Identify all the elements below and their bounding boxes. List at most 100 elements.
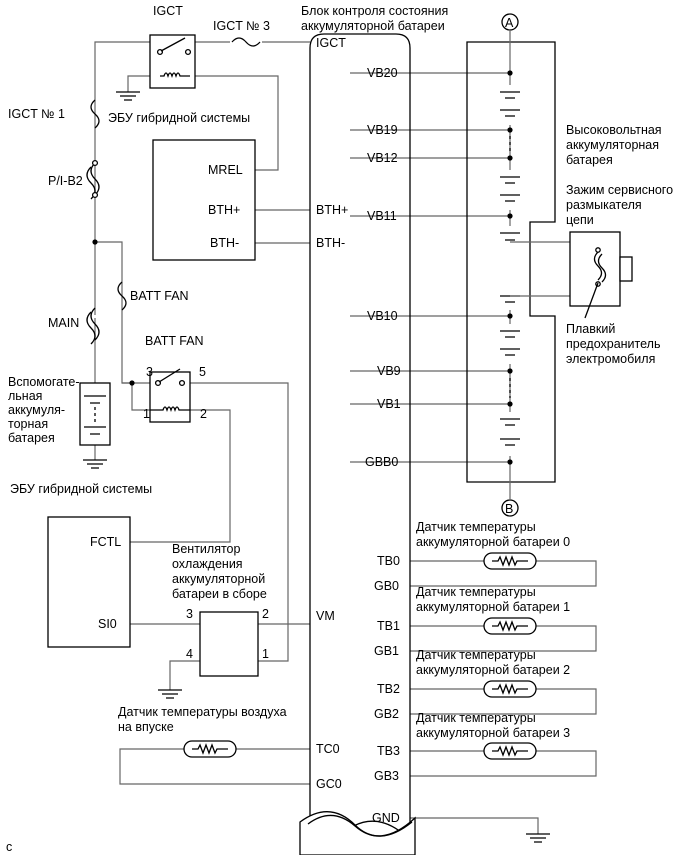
cooling-fan-assy xyxy=(199,611,259,677)
hv-battery-line-1: Высоковольтная xyxy=(566,123,662,137)
bms-pin-vb11: VB11 xyxy=(367,209,397,223)
aux-battery-line-5: батарея xyxy=(8,431,55,445)
temp-sensor-1-line-1: Датчик температуры xyxy=(416,585,536,599)
bms-pin-gb1: GB1 xyxy=(374,644,399,658)
igct3-label: IGCT № 3 xyxy=(213,19,270,33)
bms-pin-gb0: GB0 xyxy=(374,579,399,593)
fan-pin-3: 3 xyxy=(186,607,193,621)
fan-assy-line-1: Вентилятор xyxy=(172,542,240,556)
ecu-pin-si0: SI0 xyxy=(98,617,117,631)
ecu-pin-mrel: MREL xyxy=(208,163,243,177)
relay-pin-3: 3 xyxy=(146,365,153,379)
bms-pin-tb3: TB3 xyxy=(377,744,400,758)
bms-pin-vm: VM xyxy=(316,609,335,623)
bms-pin-tb0: TB0 xyxy=(377,554,400,568)
batt-fan-relay xyxy=(149,368,191,423)
battery-temp-sensor-3: Датчик температуры аккумуляторной батаре… xyxy=(416,711,570,760)
aux-battery-line-4: торная xyxy=(8,417,48,431)
ev-fuse-line-1: Плавкий xyxy=(566,322,615,336)
ecu-pin-bth-plus: BTH+ xyxy=(208,203,240,217)
ev-fuse-line-2: предохранитель xyxy=(566,337,660,351)
ground-icon xyxy=(526,833,550,843)
hv-ecu-bottom-label: ЭБУ гибридной системы xyxy=(10,482,152,496)
pi-b2-label: P/I-B2 xyxy=(48,174,83,188)
main-label: MAIN xyxy=(48,316,79,330)
ecu-pin-bth-minus: BTH- xyxy=(210,236,239,250)
temp-sensor-2-line-2: аккумуляторной батареи 2 xyxy=(416,663,570,677)
battery-temp-sensor-2: Датчик температуры аккумуляторной батаре… xyxy=(416,648,570,698)
connector-b: B xyxy=(501,462,519,517)
corner-mark: c xyxy=(6,840,12,854)
bms-pin-gb2: GB2 xyxy=(374,707,399,721)
bms-pin-gnd: GND xyxy=(372,811,400,825)
bms-pin-gbb0: GBB0 xyxy=(365,455,398,469)
hv-ecu-top-label: ЭБУ гибридной системы xyxy=(108,111,250,125)
fan-assy-line-4: батареи в сборе xyxy=(172,587,267,601)
relay-pin-2: 2 xyxy=(200,407,207,421)
bms-pin-bth-minus: BTH- xyxy=(316,236,345,250)
service-plug-line-3: цепи xyxy=(566,213,594,227)
igct1-label: IGCT № 1 xyxy=(8,107,65,121)
aux-battery-line-1: Вспомогате- xyxy=(8,375,80,389)
ev-fuse-line-3: электромобиля xyxy=(566,352,655,366)
temp-sensor-0-line-2: аккумуляторной батареи 0 xyxy=(416,535,570,549)
service-plug-line-2: размыкателя xyxy=(566,198,642,212)
hv-ecu-lower xyxy=(47,516,131,648)
bms-pin-vb19: VB19 xyxy=(367,123,398,137)
hv-battery-line-2: аккумуляторная xyxy=(566,138,659,152)
batt-fan-relay-label: BATT FAN xyxy=(145,334,204,348)
temp-sensor-2-line-1: Датчик температуры xyxy=(416,648,536,662)
igct3-fuse-symbol xyxy=(231,37,261,47)
bms-pin-gc0: GC0 xyxy=(316,777,342,791)
connector-b-label: B xyxy=(505,502,513,516)
connector-a-label: A xyxy=(505,16,514,30)
fan-pin-4: 4 xyxy=(186,647,193,661)
ground-icon xyxy=(83,459,107,469)
ground-icon xyxy=(116,91,140,101)
bms-pin-gb3: GB3 xyxy=(374,769,399,783)
bms-pin-vb9: VB9 xyxy=(377,364,401,378)
temp-sensor-0-line-1: Датчик температуры xyxy=(416,520,536,534)
bms-pin-bth-plus: BTH+ xyxy=(316,203,348,217)
battery-temp-sensor-1: Датчик температуры аккумуляторной батаре… xyxy=(416,585,570,635)
relay-pin-5: 5 xyxy=(199,365,206,379)
fan-assy-line-2: охлаждения xyxy=(172,557,243,571)
intake-sensor-line-1: Датчик температуры воздуха xyxy=(118,705,287,719)
fan-pin-2: 2 xyxy=(262,607,269,621)
bms-pin-tc0: TC0 xyxy=(316,742,340,756)
hv-battery-line-3: батарея xyxy=(566,153,613,167)
bms-pin-tb2: TB2 xyxy=(377,682,400,696)
intake-air-temp-sensor-symbol xyxy=(183,740,237,758)
ecu-pin-fctl: FCTL xyxy=(90,535,121,549)
temp-sensor-3-line-2: аккумуляторной батареи 3 xyxy=(416,726,570,740)
battery-temp-sensor-0: Датчик температуры аккумуляторной батаре… xyxy=(416,520,570,570)
aux-battery-line-3: аккумуля- xyxy=(8,403,65,417)
battery-cells xyxy=(500,85,520,456)
bms-pin-igct: IGCT xyxy=(316,36,346,50)
bms-pin-vb10: VB10 xyxy=(367,309,398,323)
temp-sensor-1-line-2: аккумуляторной батареи 1 xyxy=(416,600,570,614)
bms-pin-vb20: VB20 xyxy=(367,66,398,80)
igct-relay: IGCT xyxy=(149,4,196,89)
relay-pin-1: 1 xyxy=(143,407,150,421)
bms-title-line-1: Блок контроля состояния xyxy=(301,4,448,18)
bms-title-line-2: аккумуляторной батареи xyxy=(301,19,445,33)
fan-pin-1: 1 xyxy=(262,647,269,661)
aux-battery-symbol xyxy=(79,382,111,446)
batt-fan-fuse-label: BATT FAN xyxy=(130,289,189,303)
bms-pin-tb1: TB1 xyxy=(377,619,400,633)
service-plug xyxy=(510,231,633,307)
temp-sensor-3-line-1: Датчик температуры xyxy=(416,711,536,725)
fan-assy-line-3: аккумуляторной xyxy=(172,572,265,586)
battery-junctions xyxy=(507,70,513,465)
bms-pin-vb12: VB12 xyxy=(367,151,398,165)
bms-pin-vb1: VB1 xyxy=(377,397,401,411)
hv-ecu-upper xyxy=(152,139,256,261)
main-fuse-symbol xyxy=(86,307,100,345)
igct1-fuse-symbol xyxy=(90,99,100,129)
ground-icon xyxy=(158,689,182,699)
hv-battery-enclosure xyxy=(466,41,556,483)
wires xyxy=(94,41,597,834)
igct-relay-label: IGCT xyxy=(153,4,183,18)
